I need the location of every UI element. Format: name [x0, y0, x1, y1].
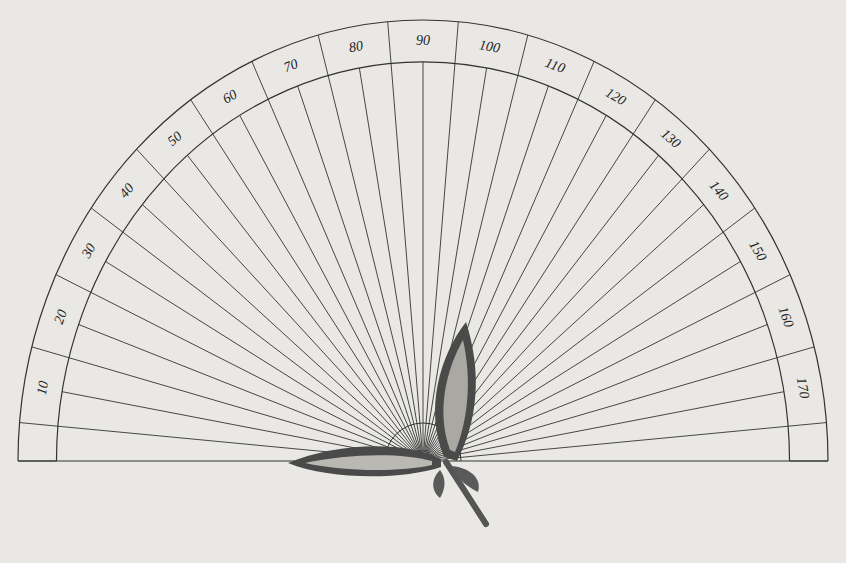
band-divider	[518, 35, 528, 75]
radial-line	[428, 134, 634, 454]
radial-line	[426, 99, 577, 453]
protractor-grid	[18, 20, 828, 461]
radial-line	[164, 179, 417, 455]
radial-line	[427, 115, 606, 453]
radial-line	[431, 392, 784, 460]
degree-label: 170	[794, 376, 812, 401]
band-divider	[633, 100, 655, 134]
radial-line	[123, 232, 417, 456]
degree-label: 80	[347, 39, 365, 56]
degree-label: 100	[477, 38, 502, 56]
band-divider	[56, 275, 91, 293]
degree-label: 140	[706, 178, 732, 205]
degree-label: 110	[542, 56, 567, 77]
radial-line	[240, 115, 419, 453]
band-divider	[18, 461, 56, 462]
band-divider	[32, 347, 69, 358]
degree-label: 70	[281, 57, 301, 76]
degree-label: 50	[164, 129, 185, 150]
band-divider	[252, 61, 268, 99]
band-divider	[137, 149, 164, 179]
band-divider	[191, 100, 213, 134]
band-divider	[318, 35, 328, 75]
radial-line	[430, 232, 724, 456]
degree-label: 130	[658, 126, 685, 152]
radial-line	[298, 86, 421, 453]
band-divider	[788, 423, 826, 427]
radial-line	[187, 155, 417, 454]
radial-line	[91, 292, 416, 457]
degree-label: 20	[51, 307, 70, 327]
radial-line	[431, 426, 788, 460]
degree-label: 10	[35, 379, 52, 397]
radial-line	[431, 324, 768, 457]
protractor-arc	[56, 62, 789, 461]
radial-line	[430, 292, 755, 457]
radial-line	[142, 204, 417, 455]
band-divider	[777, 347, 814, 358]
band-divider	[723, 208, 755, 232]
band-divider	[790, 461, 828, 462]
radial-line	[423, 62, 424, 452]
band-divider	[578, 61, 594, 99]
band-divider	[682, 149, 709, 179]
radial-line	[359, 68, 421, 452]
radial-line	[424, 68, 486, 452]
degree-label: 40	[117, 180, 138, 201]
radial-line	[428, 155, 658, 454]
radial-line	[69, 358, 415, 459]
radial-line	[213, 134, 419, 454]
radial-line	[426, 86, 549, 453]
radial-line	[268, 99, 419, 453]
protractor-arc	[18, 20, 828, 461]
radial-line	[391, 63, 422, 452]
degree-label: 150	[745, 238, 769, 265]
degree-label: 120	[602, 85, 629, 109]
band-divider	[388, 22, 391, 64]
seed-pod-illustration	[288, 322, 486, 524]
degree-label: 30	[79, 241, 99, 262]
degree-label: 60	[220, 87, 241, 107]
degree-label: 90	[415, 34, 431, 48]
band-divider	[455, 22, 458, 64]
band-divider	[20, 423, 58, 427]
radial-line	[79, 324, 416, 457]
band-divider	[755, 275, 790, 293]
radial-line	[430, 261, 740, 456]
degree-label: 160	[775, 304, 796, 330]
band-divider	[91, 208, 123, 232]
